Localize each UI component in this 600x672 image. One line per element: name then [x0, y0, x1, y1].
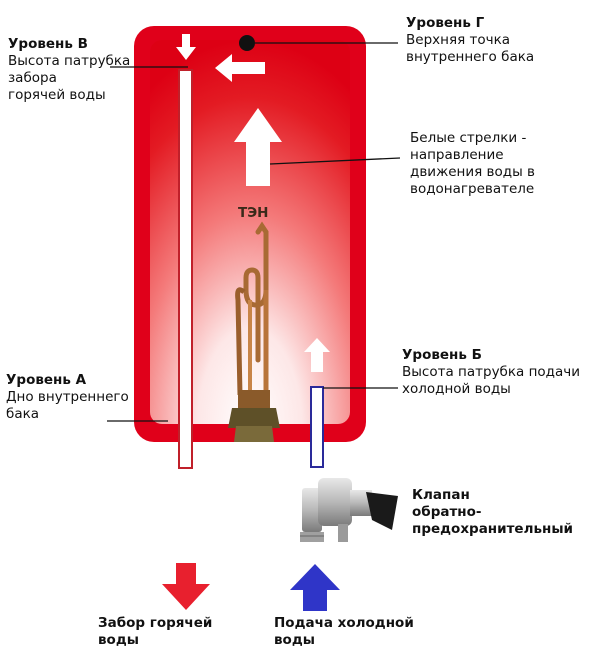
- level-b-line-1: Высота патрубка подачи: [402, 364, 581, 380]
- label-level-b: Уровень Б Высота патрубка подачи холодно…: [402, 347, 580, 398]
- arrows-note-line-4: водонагревателе: [410, 181, 535, 197]
- label-hot-out: Забор горячей воды: [98, 615, 212, 649]
- leader-arrows-note: [269, 157, 401, 165]
- hot-out-arrow-icon: [162, 563, 210, 610]
- cold-in-line-2: воды: [274, 632, 315, 648]
- arrows-note-line-2: направление: [410, 147, 504, 163]
- level-a-line-2: бака: [6, 406, 40, 422]
- tank-inner-glow: [150, 40, 350, 424]
- hot-out-line-2: воды: [98, 632, 139, 648]
- up-arrow-large-icon: [234, 108, 282, 186]
- up-arrow-small-icon: [304, 338, 330, 372]
- level-b-title: Уровень Б: [402, 347, 482, 363]
- label-cold-in: Подача холодной воды: [274, 615, 414, 649]
- level-a-title: Уровень А: [6, 372, 87, 388]
- hot-water-pipe: [178, 69, 193, 469]
- level-g-title: Уровень Г: [406, 15, 485, 31]
- level-g-line-1: Верхняя точка: [406, 32, 511, 48]
- level-v-line-3: горячей воды: [8, 87, 106, 103]
- heater-title: ТЭН: [238, 205, 269, 221]
- label-level-a: Уровень А Дно внутреннего бака: [6, 372, 129, 423]
- label-level-v: Уровень В Высота патрубка забора горячей…: [8, 36, 130, 104]
- level-v-title: Уровень В: [8, 36, 88, 52]
- safety-valve: [300, 478, 398, 542]
- down-arrow-icon: [176, 34, 196, 60]
- cold-water-pipe: [310, 386, 324, 468]
- cold-in-arrow-icon: [290, 564, 340, 611]
- label-valve: Клапан обратно- предохранительный: [412, 487, 573, 538]
- level-b-line-2: холодной воды: [402, 381, 511, 397]
- valve-line-1: Клапан: [412, 487, 470, 503]
- heating-element: [228, 221, 280, 442]
- valve-line-3: предохранительный: [412, 521, 573, 537]
- label-level-g: Уровень Г Верхняя точка внутреннего бака: [406, 15, 534, 66]
- arrows-note-line-1: Белые стрелки -: [410, 130, 527, 146]
- valve-line-2: обратно-: [412, 504, 482, 520]
- cold-in-line-1: Подача холодной: [274, 615, 414, 631]
- level-a-line-1: Дно внутреннего: [6, 389, 129, 405]
- label-arrows-note: Белые стрелки - направление движения вод…: [410, 130, 535, 198]
- level-v-line-2: забора: [8, 70, 57, 86]
- top-point-dot: [239, 35, 255, 51]
- label-heater: ТЭН: [238, 205, 268, 222]
- hot-out-line-1: Забор горячей: [98, 615, 213, 631]
- arrows-note-line-3: движения воды в: [410, 164, 536, 180]
- level-g-line-2: внутреннего бака: [406, 49, 535, 65]
- level-v-line-1: Высота патрубка: [8, 53, 131, 69]
- left-arrow-icon: [215, 54, 265, 82]
